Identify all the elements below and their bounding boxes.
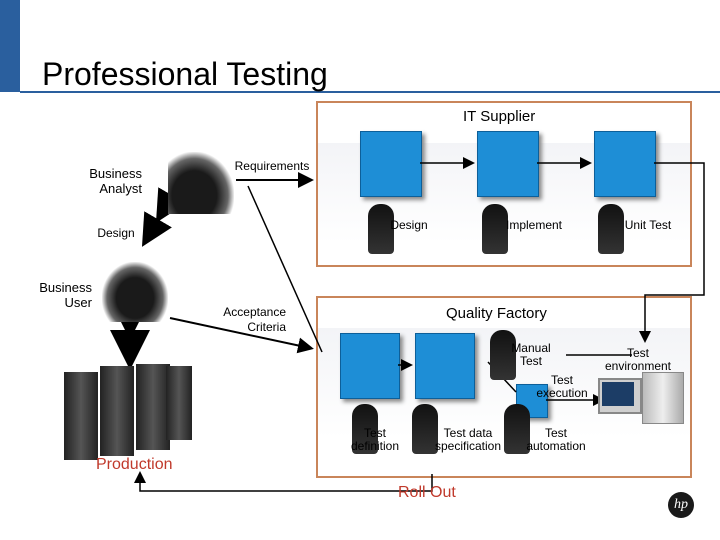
requirements-label: Requirements	[234, 159, 310, 173]
test-environment-computer	[598, 372, 684, 424]
analyst-meeting-image	[168, 152, 234, 214]
roll-out-label: Roll Out	[398, 484, 456, 501]
production-label: Production	[96, 456, 173, 473]
it-box-implement	[477, 131, 539, 197]
it-role-implement: Implement	[505, 218, 563, 232]
test-execution-label: Test execution	[536, 373, 588, 400]
manual-test-person-image	[490, 330, 516, 380]
it-role-design: Design	[390, 218, 428, 232]
test-definition-person-image	[352, 404, 378, 454]
test-automation-person-image	[504, 404, 530, 454]
manual-test-label: Manual Test	[511, 341, 551, 368]
hp-logo: hp	[662, 492, 700, 520]
business-user-label: Business User	[39, 280, 92, 310]
business-analyst-label: Business Analyst	[89, 166, 142, 196]
acceptance-arrow	[169, 317, 314, 354]
design-person-image	[368, 204, 394, 254]
title-rule	[20, 91, 720, 93]
test-environment-label: Test environment	[604, 346, 672, 373]
qf-box-data-spec	[415, 333, 475, 399]
quality-factory-label: Quality Factory	[446, 305, 547, 322]
business-user-image	[102, 262, 168, 322]
unit-test-person-image	[598, 204, 624, 254]
unit-test-to-env-line	[639, 162, 705, 343]
test-data-person-image	[412, 404, 438, 454]
implement-person-image	[482, 204, 508, 254]
it-supplier-label: IT Supplier	[463, 108, 536, 125]
roll-out-line	[134, 471, 433, 492]
test-definition-label: Test definition	[350, 426, 400, 453]
it-box-unit-test	[594, 131, 656, 197]
page-title: Professional Testing	[42, 56, 328, 92]
qf-box-definition	[340, 333, 400, 399]
it-role-unit-test: Unit Test	[624, 218, 672, 232]
title-accent-bar	[0, 0, 20, 92]
design-double-arrow	[141, 187, 186, 247]
it-box-design	[360, 131, 422, 197]
design-to-qf-line	[247, 185, 323, 353]
acceptance-criteria-label: Acceptance Criteria	[223, 305, 286, 334]
design-left-label: Design	[97, 226, 135, 240]
test-automation-label: Test automation	[526, 426, 586, 453]
production-servers-image	[62, 362, 192, 462]
test-data-spec-label: Test data specification	[434, 426, 502, 453]
